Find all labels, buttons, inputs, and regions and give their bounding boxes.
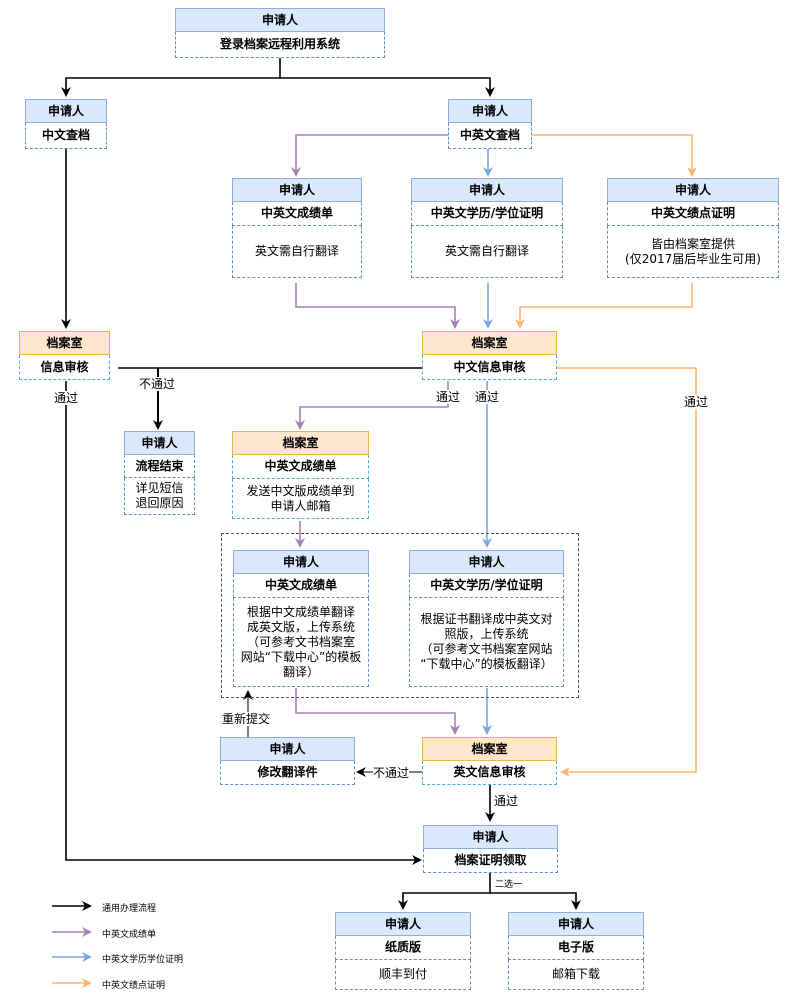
node-modify[interactable]: 申请人 修改翻译件 — [220, 737, 355, 785]
edge-login-cn-en — [280, 77, 495, 97]
edge-label-pass-purple: 通过 — [436, 390, 461, 404]
edge-label-fail-2: 不通过 — [373, 766, 410, 780]
edge-label-fail-1: 不通过 — [139, 377, 176, 391]
node-header: 档案室 — [422, 331, 557, 355]
node-header: 申请人 — [409, 550, 564, 574]
node-transcript-2[interactable]: 申请人 中英文成绩单 根据中文成绩单翻译 成英文版，上传系统 （可参考文书档案室… — [233, 550, 369, 687]
node-row: 档案证明领取 — [423, 849, 558, 873]
edge-orange-3 — [557, 367, 697, 777]
node-header: 申请人 — [232, 178, 362, 202]
node-header: 申请人 — [335, 912, 471, 936]
node-cn-review[interactable]: 档案室 中文信息审核 — [422, 331, 557, 380]
node-row: 中英文绩点证明 — [607, 202, 779, 226]
node-header: 申请人 — [124, 431, 195, 455]
node-receive[interactable]: 申请人 档案证明领取 — [423, 825, 558, 873]
node-diploma-2[interactable]: 申请人 中英文学历/学位证明 根据证书翻译成中英文对 照版，上传系统 （可参考文… — [409, 550, 564, 687]
node-header: 申请人 — [411, 178, 563, 202]
node-row: 发送中文版成绩单到 申请人邮箱 — [232, 479, 369, 519]
node-row: 英文信息审核 — [422, 761, 557, 785]
legend-label-transcript: 中英文成绩单 — [102, 930, 157, 940]
edge-label-pass-blue: 通过 — [475, 390, 500, 404]
node-row: 登录档案远程利用系统 — [175, 32, 385, 58]
edge-receive-electronic — [490, 892, 581, 910]
node-row: 英文需自行翻译 — [232, 226, 362, 278]
node-header: 档案室 — [422, 737, 557, 761]
node-header: 申请人 — [25, 99, 107, 123]
node-header: 申请人 — [607, 178, 779, 202]
node-row: 皆由档案室提供 (仅2017届后毕业生可用) — [607, 226, 779, 278]
node-row: 纸质版 — [335, 936, 471, 960]
node-row: 根据证书翻译成中英文对 照版，上传系统 （可参考文书档案室网站 “下载中心”的模… — [409, 598, 564, 687]
node-cn-en-query[interactable]: 申请人 中英文查档 — [448, 99, 532, 149]
node-end[interactable]: 申请人 流程结束 详见短信 退回原因 — [124, 431, 195, 515]
node-row: 电子版 — [508, 936, 644, 960]
node-row: 中英文查档 — [448, 123, 532, 149]
node-cn-query[interactable]: 申请人 中文查档 — [25, 99, 107, 149]
node-row: 中英文成绩单 — [233, 574, 369, 598]
legend-label-general: 通用办理流程 — [102, 904, 157, 914]
edge-review-pass — [65, 381, 422, 865]
edge-label-pass-1: 通过 — [54, 391, 79, 405]
node-header: 档案室 — [232, 431, 369, 455]
legend-label-diploma: 中英文学历学位证明 — [102, 955, 184, 965]
legend-label-gpa: 中英文绩点证明 — [102, 981, 166, 991]
node-row: 流程结束 — [124, 455, 195, 478]
edge-purple-5 — [295, 688, 460, 735]
node-header: 申请人 — [175, 8, 385, 32]
node-header: 申请人 — [423, 825, 558, 849]
node-row: 中英文成绩单 — [232, 202, 362, 226]
node-info-review[interactable]: 档案室 信息审核 — [19, 331, 110, 380]
node-header: 申请人 — [220, 737, 355, 761]
node-login[interactable]: 申请人 登录档案远程利用系统 — [175, 8, 385, 58]
edge-login-split — [61, 58, 281, 97]
node-header: 档案室 — [19, 331, 110, 355]
node-row: 中文信息审核 — [422, 355, 557, 380]
edge-orange-1 — [532, 134, 697, 177]
node-header: 申请人 — [233, 550, 369, 574]
edge-purple-1 — [291, 134, 455, 177]
node-diploma-1[interactable]: 申请人 中英文学历/学位证明 英文需自行翻译 — [411, 178, 563, 278]
edge-purple-3 — [295, 381, 449, 430]
node-en-review[interactable]: 档案室 英文信息审核 — [422, 737, 557, 785]
node-row: 中文查档 — [25, 123, 107, 149]
node-header: 申请人 — [508, 912, 644, 936]
node-row: 中英文学历/学位证明 — [411, 202, 563, 226]
node-row: 修改翻译件 — [220, 761, 355, 785]
translation-group — [221, 533, 579, 698]
edge-purple-2 — [295, 283, 460, 329]
node-row: 信息审核 — [19, 355, 110, 380]
node-row: 中英文成绩单 — [232, 455, 369, 479]
node-paper[interactable]: 申请人 纸质版 顺丰到付 — [335, 912, 471, 990]
edge-label-pass-2: 通过 — [494, 794, 519, 808]
node-row: 邮箱下载 — [508, 960, 644, 990]
node-header: 申请人 — [448, 99, 532, 123]
node-row: 顺丰到付 — [335, 960, 471, 990]
node-transcript-1[interactable]: 申请人 中英文成绩单 英文需自行翻译 — [232, 178, 362, 278]
node-row: 英文需自行翻译 — [411, 226, 563, 278]
edge-label-choose-one: 二选一 — [495, 878, 523, 892]
node-electronic[interactable]: 申请人 电子版 邮箱下载 — [508, 912, 644, 990]
node-row: 根据中文成绩单翻译 成英文版，上传系统 （可参考文书档案室 网站“下载中心”的模… — [233, 598, 369, 687]
node-gpa-1[interactable]: 申请人 中英文绩点证明 皆由档案室提供 (仅2017届后毕业生可用) — [607, 178, 779, 278]
node-archive-transcript[interactable]: 档案室 中英文成绩单 发送中文版成绩单到 申请人邮箱 — [232, 431, 369, 519]
edge-receive-split — [398, 873, 491, 910]
node-row: 中英文学历/学位证明 — [409, 574, 564, 598]
edge-label-pass-orange: 通过 — [684, 395, 709, 409]
edge-orange-2 — [515, 283, 693, 329]
node-row: 详见短信 退回原因 — [124, 478, 195, 515]
edge-label-resubmit: 重新提交 — [222, 712, 271, 726]
